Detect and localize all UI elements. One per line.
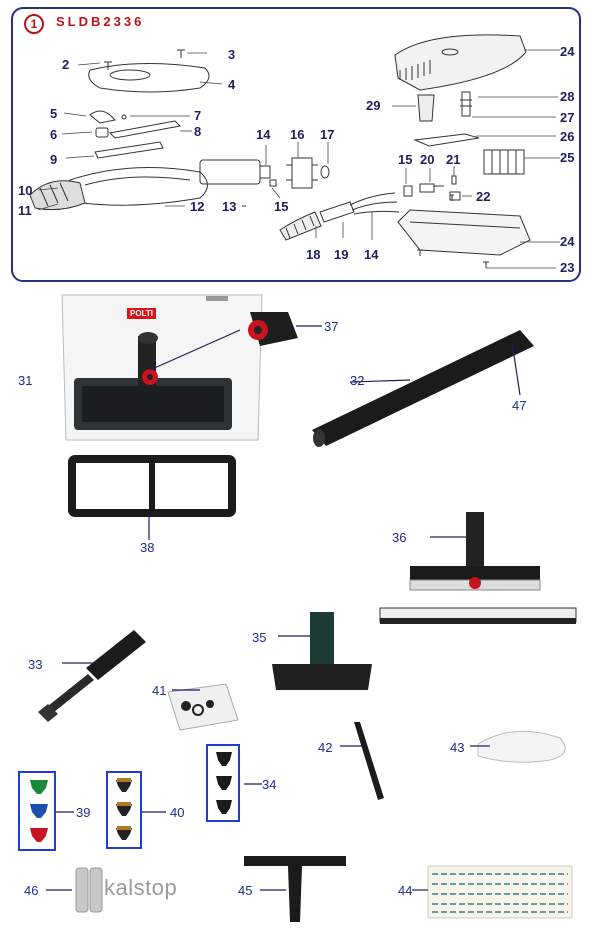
callout-44: 44 [398, 883, 413, 898]
handle-top-shell [88, 62, 210, 93]
callout-22: 22 [476, 189, 491, 204]
pin-28 [461, 91, 471, 117]
callout-24-bottom: 24 [560, 234, 575, 249]
brush-adapter-part [248, 312, 322, 346]
tube-19 [319, 201, 355, 223]
callout-21: 21 [446, 152, 461, 167]
button-29 [417, 94, 435, 122]
callout-8: 8 [194, 124, 202, 139]
polti-logo: POLTI [127, 308, 156, 319]
part-9-cover [94, 141, 164, 159]
callout-5: 5 [50, 106, 58, 121]
callout-42: 42 [318, 740, 333, 755]
part-6 [95, 127, 109, 138]
window-squeegee-small [244, 856, 346, 922]
extension-tube [312, 330, 534, 447]
callout-3: 3 [228, 47, 236, 62]
valve-16 [291, 157, 313, 189]
callout-28: 28 [560, 89, 575, 104]
callout-4: 4 [228, 77, 236, 92]
callout-39: 39 [76, 805, 91, 820]
callout-27: 27 [560, 110, 575, 125]
callout-33: 33 [28, 657, 43, 672]
callout-16: 16 [290, 127, 305, 142]
kalstop-logo: kalstop [104, 875, 178, 900]
upholstery-nozzle [272, 612, 372, 690]
callout-43: 43 [450, 740, 465, 755]
cable-14 [349, 192, 400, 215]
callout-18: 18 [306, 247, 321, 262]
callout-14-top: 14 [256, 127, 271, 142]
jet-lance [340, 722, 384, 800]
callout-9: 9 [50, 152, 58, 167]
model-code: SLDB2336 [56, 14, 145, 29]
callout-46: 46 [24, 883, 39, 898]
callout-35: 35 [252, 630, 267, 645]
callout-7: 7 [194, 108, 202, 123]
callout-14-bottom: 14 [364, 247, 379, 262]
callout-12: 12 [190, 199, 205, 214]
callout-20: 20 [420, 152, 435, 167]
cloth-bonnet [470, 730, 566, 763]
callout-47: 47 [512, 398, 527, 413]
brush-set-40 [116, 778, 166, 840]
highlight-box-39 [18, 771, 56, 851]
part-8-lever [108, 120, 182, 139]
spare-kit-bag [167, 683, 239, 731]
brush-set-34 [216, 752, 262, 814]
highlight-box-40 [106, 771, 142, 849]
callout-11: 11 [18, 203, 32, 218]
callout-23: 23 [560, 260, 575, 275]
callout-34: 34 [262, 777, 277, 792]
lever-26 [413, 133, 480, 147]
highlight-box-34 [206, 744, 240, 822]
callout-17: 17 [320, 127, 335, 142]
callout-26: 26 [560, 129, 575, 144]
screw-2 [104, 61, 112, 70]
callout-32: 32 [350, 373, 365, 388]
microfibre-cloth [412, 865, 573, 919]
exploded-diagram-frame [11, 7, 581, 282]
callout-41: 41 [152, 683, 167, 698]
handle-cover-top [394, 34, 527, 91]
handheld-nozzle [38, 630, 146, 722]
callout-38: 38 [140, 540, 155, 555]
callout-2: 2 [62, 57, 70, 72]
floor-brush-package [61, 294, 263, 441]
callout-40: 40 [170, 805, 185, 820]
brush-set-39 [30, 780, 74, 842]
hose-connector [29, 180, 86, 211]
callout-45: 45 [238, 883, 253, 898]
connector-25 [483, 149, 525, 175]
callout-15-right: 15 [398, 152, 413, 167]
callout-36: 36 [392, 530, 407, 545]
callout-13: 13 [222, 199, 237, 214]
callout-10: 10 [18, 183, 33, 198]
callout-15-left: 15 [274, 199, 289, 214]
callout-6: 6 [50, 127, 58, 142]
callout-25: 25 [560, 150, 575, 165]
callout-37: 37 [324, 319, 339, 334]
callout-31: 31 [18, 373, 33, 388]
screw-3 [177, 49, 185, 58]
micro-switch-5 [89, 110, 117, 124]
window-squeegee-large [379, 512, 577, 624]
part-7 [121, 114, 127, 120]
kalstop-sachet [46, 867, 103, 913]
callout-19: 19 [334, 247, 349, 262]
callout-24-top: 24 [560, 44, 575, 59]
diagram-number-badge: 1 [24, 14, 44, 34]
cloth-frame [68, 455, 236, 540]
callout-29: 29 [366, 98, 381, 113]
